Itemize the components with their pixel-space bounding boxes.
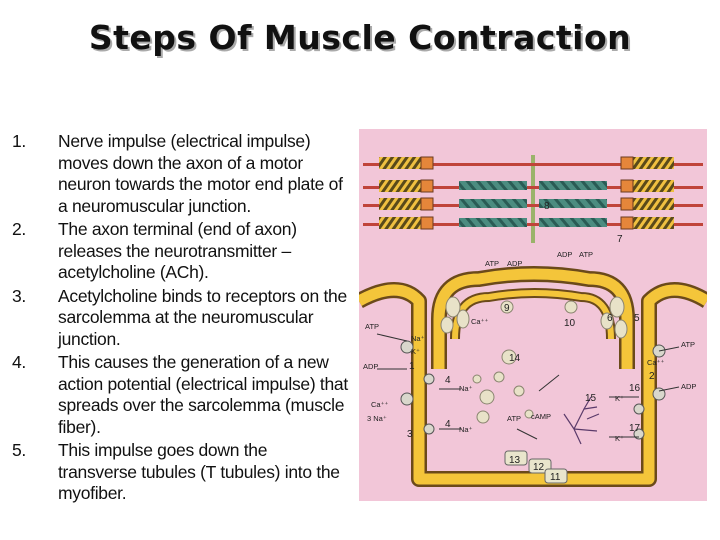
label-11: 11 <box>550 472 561 483</box>
label-ca-left: Ca⁺⁺ <box>371 400 389 409</box>
membrane-pumps <box>400 340 666 440</box>
number-badge-group <box>504 450 568 484</box>
sarcomere-filaments <box>363 156 703 230</box>
label-atp-camp: ATP <box>507 414 521 423</box>
label-atp-left: ATP <box>365 322 379 331</box>
flow-arrows <box>376 333 680 440</box>
steps-list: 1. Nerve impulse (electrical impulse) mo… <box>12 131 350 507</box>
step-text: The axon terminal (end of axon) releases… <box>58 219 297 282</box>
label-adp-top2: ADP <box>557 250 572 259</box>
label-16: 16 <box>629 383 641 394</box>
label-2: 2 <box>649 371 655 382</box>
label-atp-top2: ATP <box>579 250 593 259</box>
label-k-16: K⁺ <box>615 394 624 403</box>
label-atp-right: ATP <box>681 340 695 349</box>
step-item: 4. This causes the generation of a new a… <box>12 352 350 438</box>
label-15: 15 <box>585 393 597 404</box>
label-k-left: K⁺ <box>411 347 420 356</box>
step-text: This causes the generation of a new acti… <box>58 352 348 437</box>
sarcolemma-membrane <box>359 266 707 487</box>
label-4a: 4 <box>445 375 451 386</box>
label-5: 5 <box>634 313 640 324</box>
step-item: 5. This impulse goes down the transverse… <box>12 440 350 505</box>
label-na-4a: Na⁺ <box>459 384 473 393</box>
step-item: 2. The axon terminal (end of axon) relea… <box>12 219 350 284</box>
step-number: 5. <box>12 440 26 460</box>
label-10: 10 <box>564 318 576 329</box>
step-text: Nerve impulse (electrical impulse) moves… <box>58 131 343 216</box>
label-ca-mid: Ca⁺⁺ <box>471 317 489 326</box>
step-item: 3. Acetylcholine binds to receptors on t… <box>12 286 350 351</box>
nerve-branches <box>563 396 600 445</box>
label-17: 17 <box>629 423 641 434</box>
step-number: 3. <box>12 285 26 306</box>
label-adp-right: ADP <box>681 382 696 391</box>
label-3: 3 <box>407 429 413 440</box>
label-na-4b: Na⁺ <box>459 425 473 434</box>
label-7: 7 <box>617 234 623 245</box>
label-ca-right: Ca⁺⁺ <box>647 358 665 367</box>
step-text: Acetylcholine binds to receptors on the … <box>58 285 347 349</box>
label-9: 9 <box>504 303 510 314</box>
filament-row <box>363 156 703 170</box>
label-adp-left: ADP <box>363 362 378 371</box>
label-4b: 4 <box>445 419 451 430</box>
label-1: 1 <box>409 361 415 372</box>
slide-title: Steps Of Muscle Contraction <box>88 18 632 57</box>
label-k-17: K⁺ <box>615 434 624 443</box>
m-line <box>531 155 535 243</box>
label-camp: cAMP <box>531 412 551 421</box>
filament-row <box>363 179 703 193</box>
label-13: 13 <box>509 455 521 466</box>
step-number: 2. <box>12 219 26 239</box>
vesicles <box>440 296 628 424</box>
label-8: 8 <box>544 201 550 212</box>
step-number: 1. <box>12 131 26 151</box>
step-item: 1. Nerve impulse (electrical impulse) mo… <box>12 131 350 217</box>
label-6: 6 <box>607 313 613 324</box>
label-na-left: Na⁺ <box>411 334 425 343</box>
label-3na-left: 3 Na⁺ <box>367 414 387 423</box>
filament-row <box>363 197 703 211</box>
step-text: This impulse goes down the transverse tu… <box>58 440 340 503</box>
label-adp-top1: ADP <box>507 259 522 268</box>
label-14: 14 <box>509 353 521 364</box>
label-12: 12 <box>533 462 545 473</box>
filament-row <box>363 216 703 230</box>
label-atp-top1: ATP <box>485 259 499 268</box>
muscle-contraction-diagram: 8 7 5 6 9 10 14 1 2 3 4 4 16 17 15 13 12… <box>359 129 707 501</box>
step-number: 4. <box>12 352 26 372</box>
